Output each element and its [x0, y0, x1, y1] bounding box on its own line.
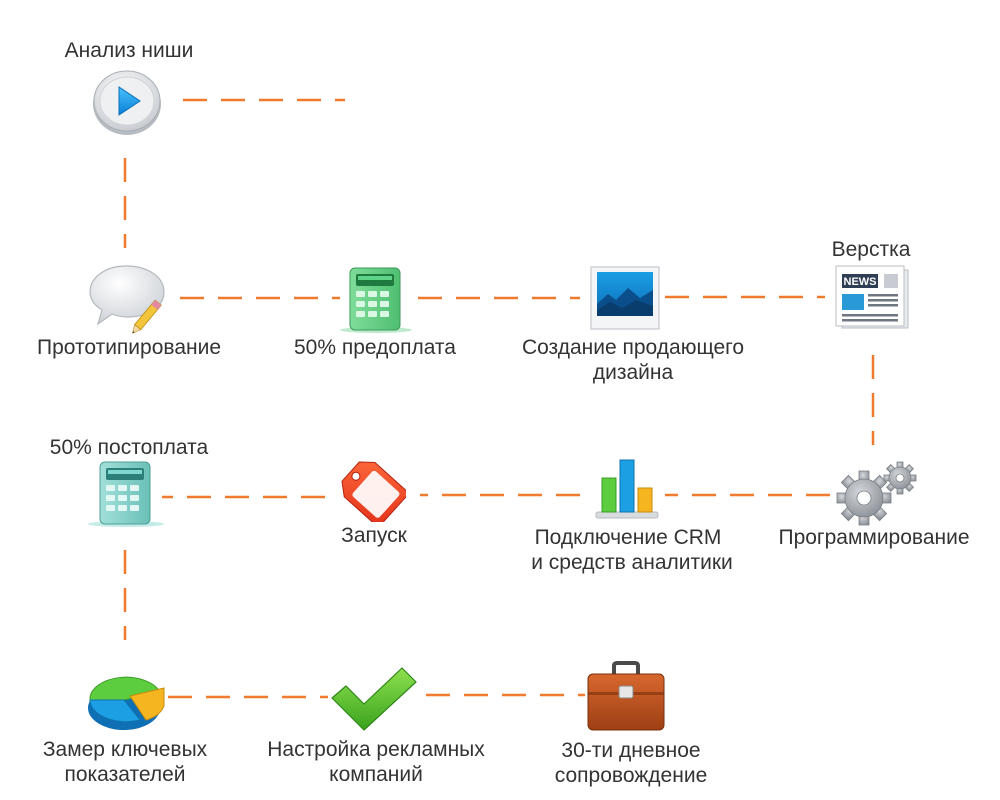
- gears-icon[interactable]: [832, 460, 922, 528]
- calculator-icon[interactable]: [336, 264, 416, 336]
- step-design-label-line2: дизайна: [592, 361, 674, 384]
- step-prepayment-label: 50% предоплата: [294, 336, 456, 359]
- step-crm-label-line1: Подключение CRM: [534, 526, 722, 549]
- bar-chart-icon[interactable]: [592, 456, 662, 522]
- checkmark-icon[interactable]: [328, 662, 420, 734]
- step-prototyping-label: Прототипирование: [36, 336, 222, 359]
- briefcase-icon[interactable]: [584, 660, 668, 736]
- step-design-label-line1: Создание продающего: [521, 336, 745, 359]
- calculator-icon[interactable]: [86, 458, 166, 530]
- step-support-label-line1: 30-ти дневное: [561, 739, 701, 762]
- step-ads-setup-label-line2: компаний: [329, 763, 423, 786]
- step-crm-label-line2: и средств аналитики: [531, 551, 733, 574]
- newspaper-icon[interactable]: NEWS: [832, 264, 914, 332]
- speech-bubble-pencil-icon[interactable]: [88, 262, 170, 336]
- step-support-label-line2: сопровождение: [554, 764, 708, 787]
- svg-text:NEWS: NEWS: [844, 276, 877, 288]
- step-metrics-label-line2: показателей: [64, 763, 186, 786]
- pie-chart-icon[interactable]: [84, 664, 166, 736]
- step-launch-label: Запуск: [341, 524, 407, 547]
- step-layout-label: Верстка: [831, 238, 911, 261]
- step-niche-analysis-label: Анализ ниши: [64, 39, 194, 62]
- step-programming-label: Программирование: [778, 526, 970, 549]
- step-ads-setup-label-line1: Настройка рекламных: [267, 738, 485, 761]
- step-metrics-label-line1: Замер ключевых: [42, 738, 208, 761]
- picture-icon[interactable]: [588, 264, 662, 334]
- step-postpayment-label: 50% постоплата: [49, 436, 209, 459]
- tag-icon[interactable]: [334, 456, 406, 522]
- play-icon[interactable]: [90, 67, 164, 137]
